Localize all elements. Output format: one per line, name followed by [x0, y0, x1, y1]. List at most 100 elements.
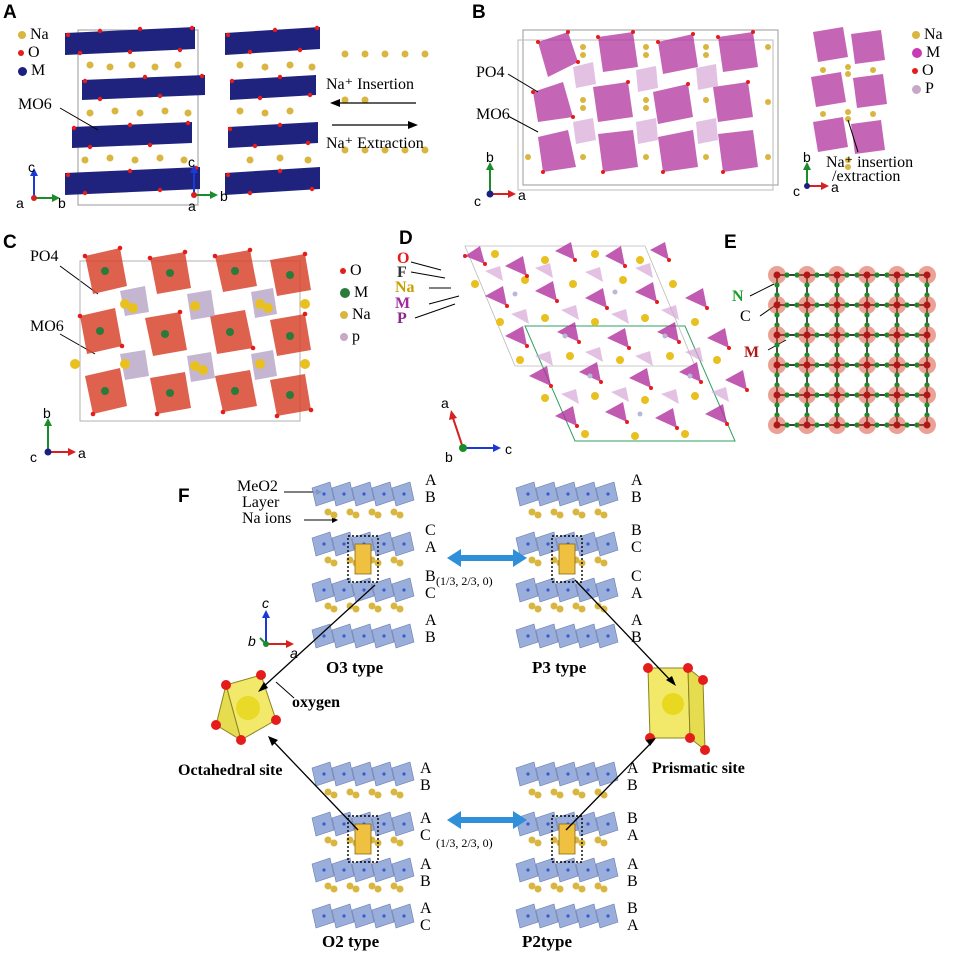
stacking-letter: B — [627, 810, 638, 827]
site-connector-arrows — [258, 579, 676, 831]
panel-c: C PO4 MO6 — [0, 228, 330, 465]
axes-d: a b c — [441, 395, 512, 465]
metal-node — [918, 266, 936, 298]
na-insertion-label: Na⁺ Insertion — [326, 76, 414, 93]
panel-b: B PO4 MO6 — [468, 0, 969, 225]
site-highlight-box — [347, 815, 379, 863]
svg-text:a: a — [290, 645, 298, 661]
metal-node — [768, 296, 800, 328]
stacking-letter: B — [425, 489, 436, 506]
axis-a: a — [16, 195, 24, 211]
metal-node — [828, 386, 860, 418]
meo2-slab — [515, 623, 619, 649]
metal-node — [768, 416, 800, 434]
free-na-ions — [341, 50, 429, 154]
legend-a-m: M — [18, 62, 45, 80]
meo2-slab — [311, 577, 415, 603]
legend-d-m: M — [395, 295, 411, 312]
panel-label-e: E — [724, 232, 737, 253]
stacking-letter: B — [627, 777, 638, 794]
prussian-blue-framework-e — [768, 266, 936, 434]
p2-stack — [515, 761, 619, 929]
stacking-letter: A — [627, 760, 639, 777]
label-e-c: C — [740, 308, 751, 325]
metal-node — [768, 326, 800, 358]
stacking-letter: A — [425, 472, 437, 489]
o-atom-icon — [912, 68, 918, 74]
meo2-slab — [515, 761, 619, 787]
svg-text:a: a — [831, 179, 839, 195]
axis-b: b — [58, 195, 66, 211]
stacking-letter: A — [420, 900, 432, 917]
svg-text:a: a — [441, 395, 449, 411]
na-ion-row — [528, 882, 608, 893]
metal-node — [858, 296, 890, 328]
svg-text:c: c — [505, 441, 512, 457]
prismatic-site-label: Prismatic site — [652, 760, 745, 777]
metal-node — [768, 356, 800, 388]
metal-node — [798, 386, 830, 418]
p2-type-label: P2type — [522, 932, 573, 951]
meo2-label: MeO2 — [237, 478, 278, 495]
stacking-letter: C — [631, 568, 642, 585]
panel-d: D O F Na M P — [395, 228, 765, 465]
metal-node — [798, 356, 830, 388]
stacking-letter: B — [627, 873, 638, 890]
svg-text:c: c — [188, 154, 195, 170]
po4-label-b: PO4 — [476, 64, 505, 81]
site-highlight-box — [551, 535, 583, 583]
metal-node — [798, 266, 830, 298]
label-e-n: N — [732, 288, 744, 305]
metal-node — [858, 266, 890, 298]
svg-text:b: b — [445, 449, 453, 465]
na-ion-row — [324, 882, 404, 893]
legend-d-f: F — [397, 264, 407, 281]
insertion-arrow — [330, 99, 416, 107]
stacking-letter: B — [627, 900, 638, 917]
stacking-letter: A — [627, 827, 639, 844]
metal-node — [918, 296, 936, 328]
meo2-slab — [311, 481, 415, 507]
na-extraction-label-b: /extraction — [832, 168, 901, 185]
p3-type-label: P3 type — [532, 658, 587, 677]
svg-text:c: c — [474, 193, 481, 209]
metal-node — [888, 266, 920, 298]
legend-d-p: P — [397, 310, 407, 327]
m-atom-icon — [18, 66, 27, 76]
metal-node — [768, 266, 800, 298]
metal-node — [858, 356, 890, 388]
stacking-letter: C — [425, 522, 436, 539]
metal-node — [828, 266, 860, 298]
shift-label-bottom: (1/3, 2/3, 0) — [436, 836, 493, 850]
metal-node — [888, 356, 920, 388]
metal-node — [828, 326, 860, 358]
legend-b-o: O — [912, 62, 934, 80]
extraction-arrow — [332, 121, 418, 129]
axes-b-left: b c a — [474, 149, 526, 209]
legend-b-m: M — [912, 44, 940, 62]
nasicon-structure-b — [517, 29, 779, 191]
stacking-letter: A — [631, 612, 643, 629]
legend-c-m: M — [340, 284, 368, 302]
stacking-letter: A — [420, 760, 432, 777]
metal-node — [798, 296, 830, 328]
site-highlight-box — [551, 815, 583, 863]
svg-text:a: a — [78, 445, 86, 461]
legend-a-o: O — [18, 44, 40, 62]
panel-label-c: C — [3, 232, 17, 253]
legend-a-na: Na — [18, 26, 49, 44]
svg-text:a: a — [188, 198, 196, 214]
metal-node — [828, 416, 860, 434]
panel-label-a: A — [3, 2, 17, 23]
p3-stack — [515, 481, 619, 649]
label-e-m: M — [744, 344, 760, 361]
meo2-slab — [515, 481, 619, 507]
metal-node — [888, 416, 920, 434]
na-ion-row — [528, 508, 608, 519]
octahedral-site-icon — [211, 670, 281, 745]
stacking-letter: C — [631, 539, 642, 556]
o-atom-icon — [340, 268, 346, 274]
legend-b-na: Na — [912, 26, 943, 44]
na-atom-icon — [912, 31, 920, 39]
legend-d-o: O — [397, 250, 410, 267]
